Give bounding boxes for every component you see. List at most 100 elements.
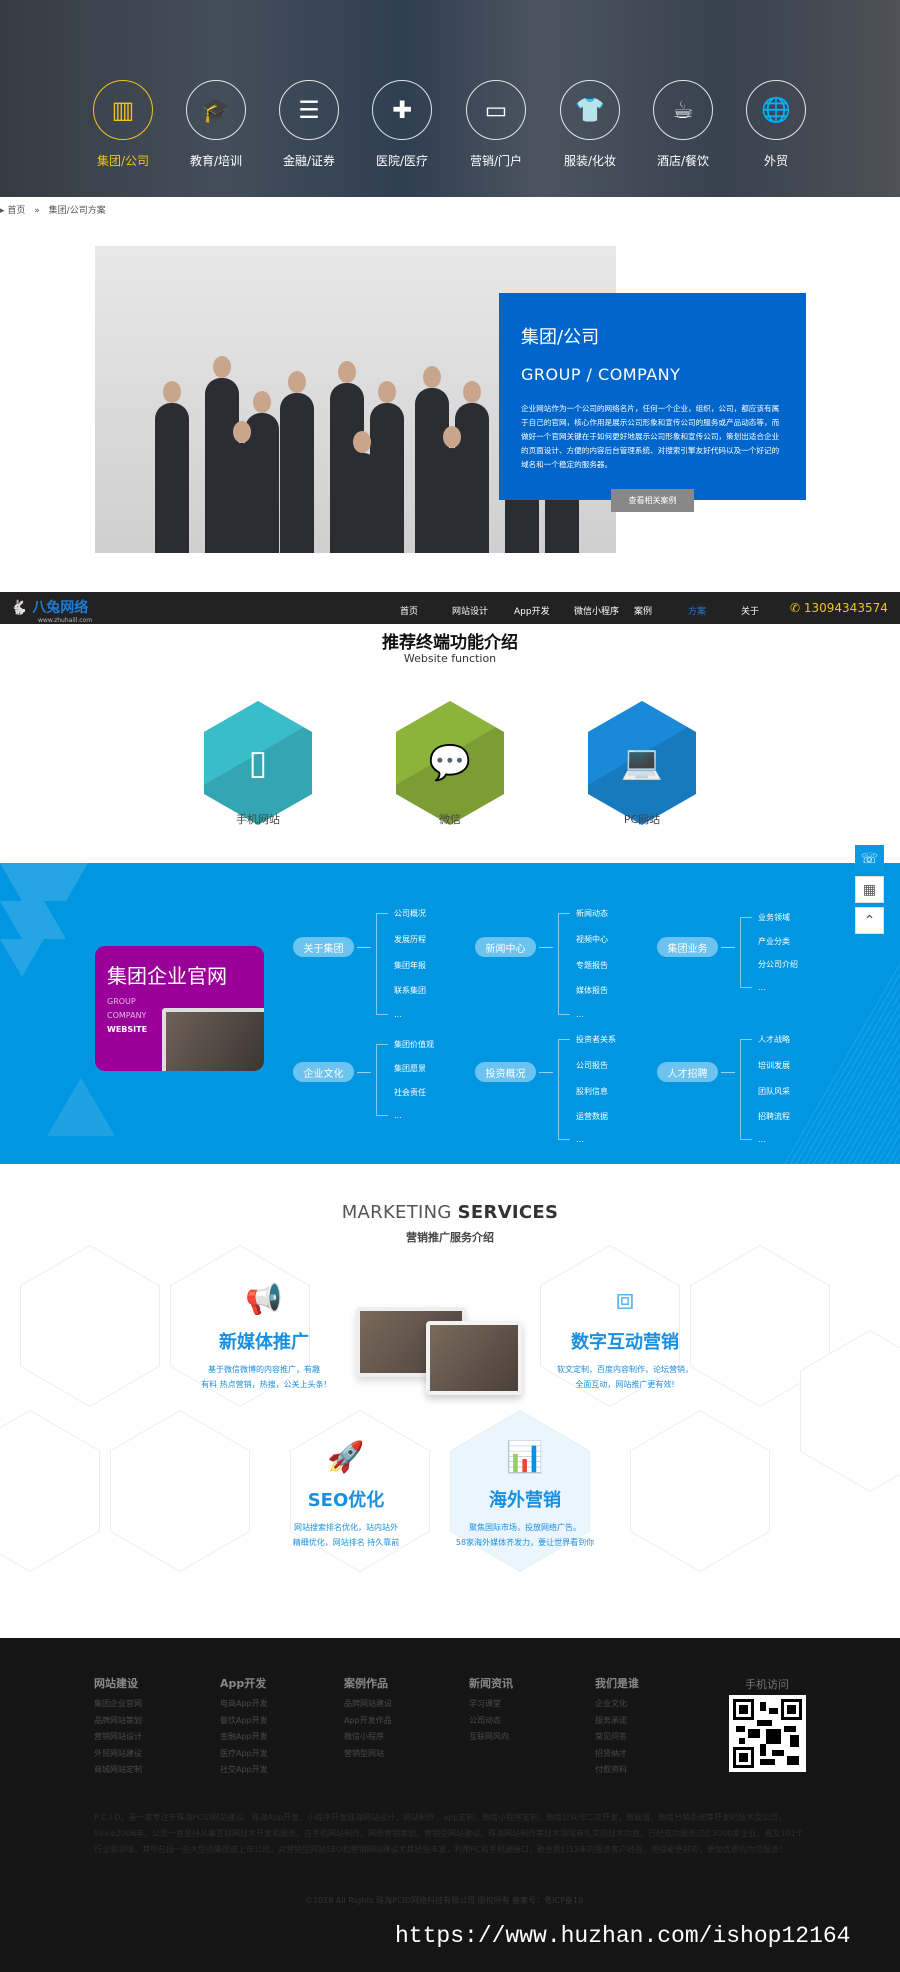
service-card[interactable]: 📊海外营销聚焦国际市场，投放网络广告。58家海外媒体齐发力，要让世界看到你: [425, 1440, 625, 1550]
footer-link[interactable]: 互联网风向: [469, 1732, 509, 1742]
footer-link[interactable]: 集团企业官网: [94, 1699, 142, 1708]
mindmap-node[interactable]: 集团业务: [657, 937, 718, 957]
service-card[interactable]: 🚀SEO优化网站搜索排名优化，站内站外精细优化，网站排名 持久靠前: [246, 1440, 446, 1550]
footer-link[interactable]: 商城网站定制: [94, 1765, 142, 1775]
footer-link[interactable]: 营销型网站: [344, 1748, 384, 1758]
category-item[interactable]: ▭营销/门户: [456, 80, 536, 169]
category-item[interactable]: ▥集团/公司: [83, 80, 163, 169]
mindmap-node[interactable]: 企业文化: [293, 1062, 354, 1082]
category-item[interactable]: ☕酒店/餐饮: [643, 80, 723, 169]
footer-link[interactable]: 企业文化: [595, 1699, 627, 1708]
mindmap-leaf[interactable]: 团队风采: [758, 1087, 790, 1096]
service-card[interactable]: ⧈数字互动营销软文定制，百度内容制作，论坛营销，全面互动，网站推广更有效!: [525, 1282, 725, 1392]
mindmap-leaf[interactable]: 发展历程: [394, 935, 426, 944]
nav-item[interactable]: App开发: [514, 607, 550, 617]
category-item[interactable]: 🎓教育/培训: [176, 80, 256, 169]
mindmap-leaf[interactable]: ...: [576, 1010, 584, 1019]
footer-link[interactable]: 常见问答: [595, 1732, 627, 1742]
footer-link[interactable]: 医疗App开发: [220, 1748, 268, 1758]
qr-label: 手机访问: [745, 1678, 789, 1691]
footer-link[interactable]: 餐饮App开发: [220, 1715, 268, 1725]
category-item[interactable]: 👕服装/化妆: [550, 80, 630, 169]
nav-item[interactable]: 微信小程序: [574, 607, 620, 617]
footer-link[interactable]: 营销网站设计: [94, 1732, 142, 1742]
mindmap-leaf[interactable]: 运营数据: [576, 1112, 608, 1121]
mindmap-leaf[interactable]: ...: [758, 983, 766, 992]
bracket-line: [558, 913, 570, 1015]
decor-hexagon: [630, 1410, 770, 1572]
service-title: 数字互动营销: [571, 1332, 679, 1353]
website-preview-image: [162, 1008, 264, 1071]
globe-icon: 🌐: [746, 80, 806, 140]
qr-code-image: [729, 1695, 806, 1772]
mindmap-leaf[interactable]: ...: [758, 1135, 766, 1144]
footer-link[interactable]: 公司动态: [469, 1715, 501, 1725]
footer-link[interactable]: App开发作品: [344, 1715, 392, 1725]
back-to-top-icon[interactable]: ⌃: [855, 907, 884, 934]
card-line: GROUP: [107, 997, 136, 1006]
mindmap-leaf[interactable]: ...: [394, 1111, 402, 1120]
mindmap-leaf[interactable]: 视频中心: [576, 935, 608, 944]
terminal-mobile-phone-tile[interactable]: ▯: [204, 701, 312, 825]
headset-icon[interactable]: ☏: [855, 845, 884, 872]
service-card[interactable]: 📢新媒体推广基于微信微博的内容推广，有趣有料 热点营销，热搜，公关上头条!: [164, 1282, 364, 1392]
breadcrumb-home[interactable]: 首页: [7, 206, 26, 216]
mindmap-leaf[interactable]: 媒体报告: [576, 986, 608, 995]
mindmap-leaf[interactable]: 招聘流程: [758, 1112, 790, 1121]
decor-triangle: [0, 939, 44, 977]
service-desc-line: 聚焦国际市场，投放网络广告。: [469, 1523, 581, 1532]
nav-item[interactable]: 关于: [741, 607, 760, 617]
footer-link[interactable]: 微信小程序: [344, 1732, 384, 1742]
mindmap-leaf[interactable]: 专题报告: [576, 961, 608, 970]
mindmap-leaf[interactable]: 投资者关系: [576, 1035, 616, 1044]
footer-link[interactable]: 外贸网站建设: [94, 1748, 142, 1758]
mindmap-leaf[interactable]: 公司报告: [576, 1061, 608, 1070]
mindmap-leaf[interactable]: 产业分类: [758, 937, 790, 946]
footer-link[interactable]: 电商App开发: [220, 1699, 268, 1708]
terminal-wechat-tile[interactable]: 💬: [396, 701, 504, 825]
mindmap-leaf[interactable]: 股利信息: [576, 1087, 608, 1096]
mindmap-node[interactable]: 投资概况: [475, 1062, 536, 1082]
mindmap-node[interactable]: 人才招聘: [657, 1062, 718, 1082]
mindmap-node[interactable]: 关于集团: [293, 937, 354, 957]
footer-link[interactable]: 服务承诺: [595, 1715, 627, 1725]
mindmap-leaf[interactable]: ...: [576, 1135, 584, 1144]
mindmap-leaf[interactable]: ...: [394, 1010, 402, 1019]
mindmap-leaf[interactable]: 集团愿景: [394, 1064, 426, 1073]
service-title: 新媒体推广: [219, 1332, 309, 1353]
mindmap-leaf[interactable]: 人才战略: [758, 1035, 790, 1044]
mindmap-leaf[interactable]: 联系集团: [394, 986, 426, 995]
nav-item[interactable]: 首页: [400, 607, 419, 617]
footer-link[interactable]: 金融App开发: [220, 1732, 268, 1742]
mindmap-leaf[interactable]: 集团价值观: [394, 1040, 434, 1049]
nav-item[interactable]: 方案: [688, 607, 707, 617]
footer-link[interactable]: 品牌网站策划: [94, 1715, 142, 1725]
footer-link[interactable]: 学习课堂: [469, 1699, 501, 1708]
decor-hexagon: [20, 1245, 160, 1407]
phone-number[interactable]: ✆ 13094343574: [790, 601, 888, 615]
view-cases-button[interactable]: 查看相关案例: [611, 489, 694, 512]
footer-column: App开发电商App开发餐饮App开发金融App开发医疗App开发社交App开发: [220, 1675, 268, 1779]
mindmap-leaf[interactable]: 新闻动态: [576, 909, 608, 918]
footer-link[interactable]: 招贤纳才: [595, 1748, 627, 1758]
mindmap-leaf[interactable]: 社会责任: [394, 1088, 426, 1097]
category-item[interactable]: 🌐外贸: [736, 80, 816, 169]
qr-code-icon[interactable]: ▦: [855, 876, 884, 903]
category-item[interactable]: ☰金融/证券: [269, 80, 349, 169]
footer-link[interactable]: 品牌网站建设: [344, 1699, 392, 1708]
mindmap-leaf[interactable]: 培训发展: [758, 1061, 790, 1070]
mindmap-leaf[interactable]: 分公司介绍: [758, 960, 798, 969]
footer-link[interactable]: 付款资料: [595, 1765, 627, 1775]
mindmap-leaf[interactable]: 业务领域: [758, 913, 790, 922]
terminal-laptop-tile[interactable]: 💻: [588, 701, 696, 825]
mindmap-leaf[interactable]: 公司概况: [394, 909, 426, 918]
nav-item[interactable]: 网站设计: [452, 607, 489, 617]
building-icon: ▥: [93, 80, 153, 140]
category-item[interactable]: ✚医院/医疗: [362, 80, 442, 169]
mindmap-node[interactable]: 新闻中心: [475, 937, 536, 957]
nav-item[interactable]: 案例: [634, 607, 653, 617]
footer-link[interactable]: 社交App开发: [220, 1765, 268, 1775]
mindmap-leaf[interactable]: 集团年报: [394, 961, 426, 970]
service-desc-line: 58家海外媒体齐发力，要让世界看到你: [455, 1538, 595, 1547]
